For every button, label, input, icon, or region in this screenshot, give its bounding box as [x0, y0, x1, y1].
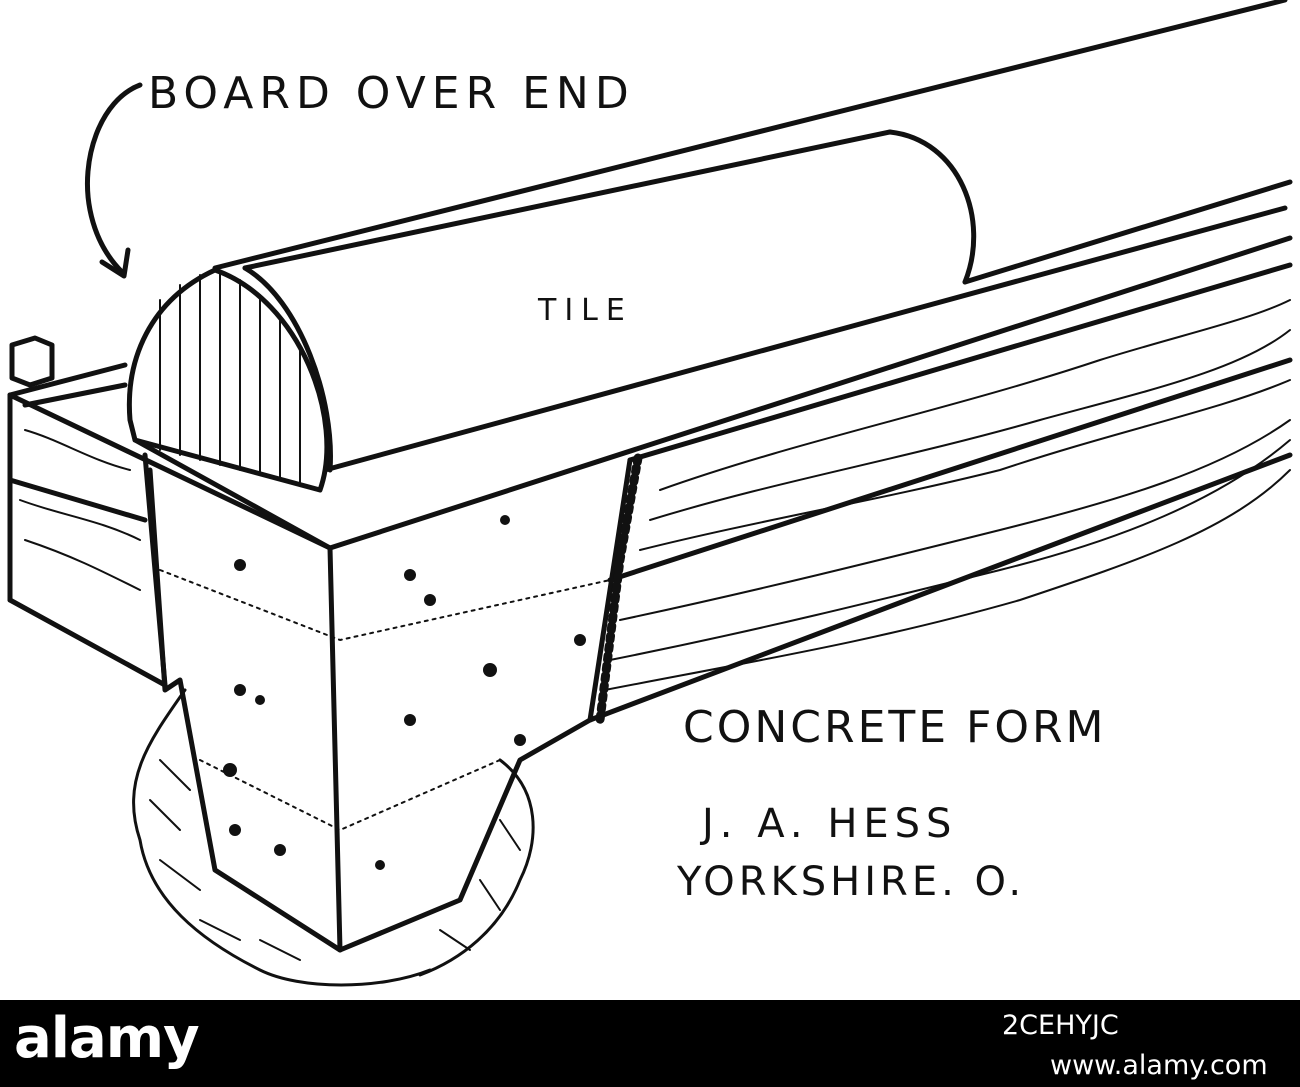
- ground: [132, 688, 535, 987]
- concrete-form-illustration: BOARD OVER END TILE CONCRETE FORM J. A. …: [7, 0, 1293, 987]
- board-over-end-label: BOARD OVER END: [148, 68, 635, 119]
- form-top-rim: [7, 235, 1293, 953]
- pointer-arrow: [84, 82, 143, 279]
- tile-cylinder: [212, 0, 1293, 473]
- credit-name-label: J. A. HESS: [702, 801, 958, 847]
- site-url-link[interactable]: www.alamy.com: [1050, 1050, 1268, 1081]
- left-boards: [7, 429, 168, 688]
- tile-label: TILE: [538, 293, 633, 328]
- image-id-text: 2CEHYJC: [1002, 1010, 1119, 1041]
- corner-stub: [9, 335, 55, 388]
- credit-location-label: YORKSHIRE. O.: [677, 859, 1026, 905]
- line-drawing: [7, 0, 1293, 987]
- alamy-logo: alamy: [14, 1006, 200, 1071]
- end-board: [126, 267, 330, 493]
- concrete-form-label: CONCRETE FORM: [683, 702, 1107, 753]
- concrete-block: [147, 467, 611, 953]
- right-boards: [587, 262, 1293, 725]
- watermark-footer: alamy 2CEHYJC www.alamy.com: [0, 1000, 1300, 1087]
